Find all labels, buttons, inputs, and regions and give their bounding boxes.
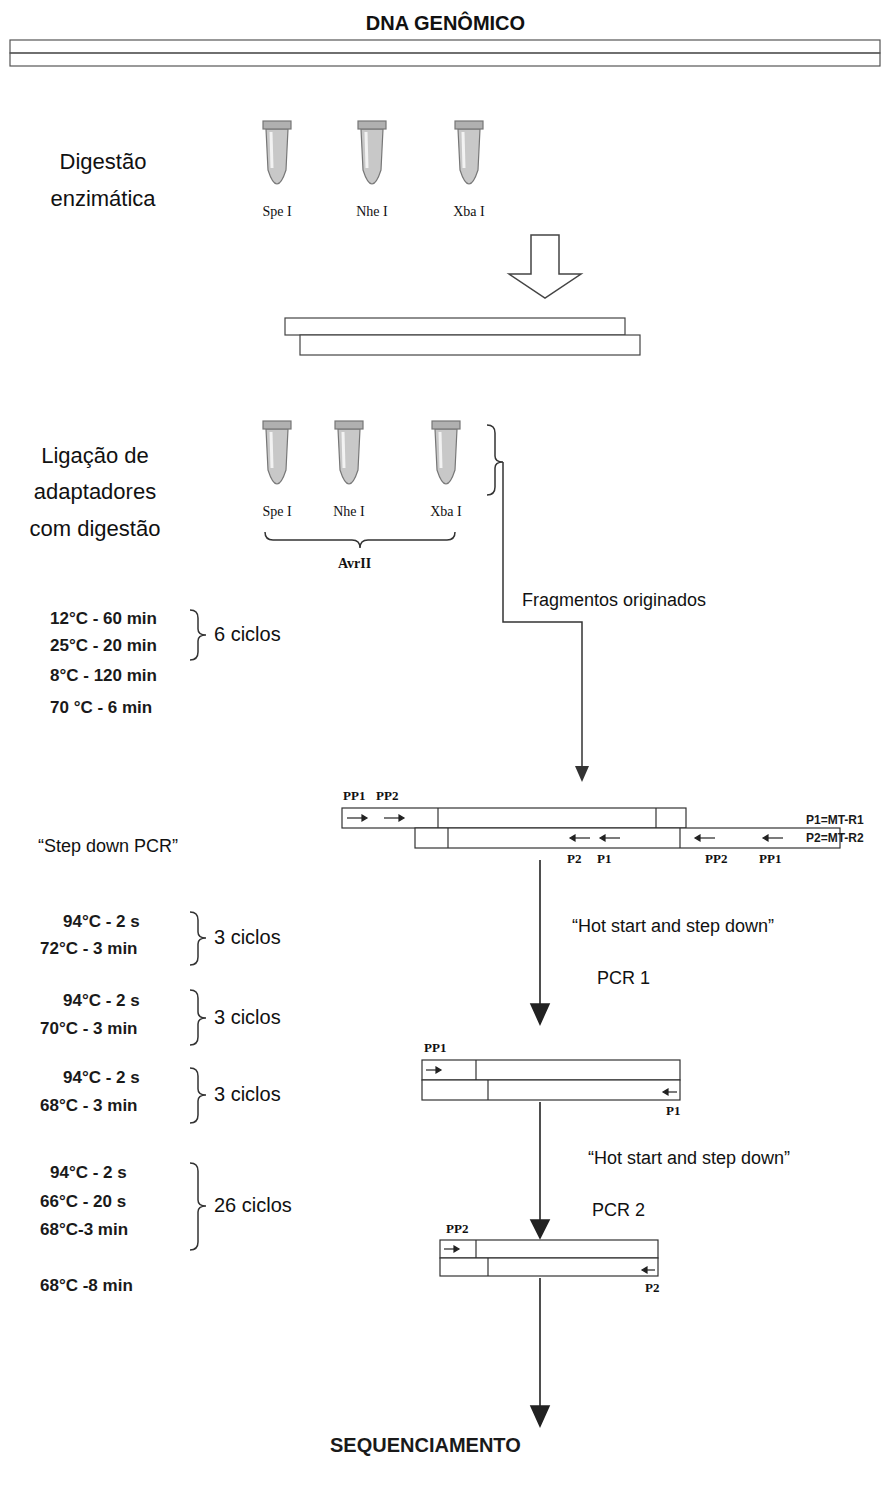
bracket	[487, 425, 503, 495]
tube-icon	[262, 120, 292, 196]
enzyme-name: Nhe I	[333, 504, 365, 520]
condition: 72°C - 3 min	[40, 939, 138, 959]
condition: 94°C - 2 s	[50, 1163, 127, 1183]
primer-name: P2	[567, 852, 581, 867]
enzyme-tube: Spe I	[262, 420, 292, 520]
route-line	[503, 462, 582, 768]
condition: 68°C-3 min	[40, 1220, 128, 1240]
enzyme-tube: Xba I	[430, 420, 462, 520]
fragment-strand	[285, 318, 625, 335]
condition: 68°C -8 min	[40, 1276, 133, 1296]
step-label: “Hot start and step down”	[588, 1148, 790, 1169]
enzyme-name: AvrII	[338, 556, 371, 572]
primer-name: P2	[645, 1281, 659, 1296]
step-label: “Step down PCR”	[38, 836, 178, 857]
bracket	[190, 912, 206, 965]
fragment-strand	[422, 1080, 680, 1100]
dna-strand	[10, 40, 880, 53]
enzyme-name: Spe I	[262, 504, 292, 520]
condition: 8°C - 120 min	[50, 666, 157, 686]
primer-key: P2=MT-R2	[806, 832, 864, 846]
condition: 94°C - 2 s	[63, 1068, 140, 1088]
bracket	[190, 1163, 206, 1250]
bracket	[190, 1068, 206, 1123]
cycle-count: 3 ciclos	[214, 926, 281, 949]
hollow-arrow	[509, 235, 581, 298]
condition: 12°C - 60 min	[50, 609, 157, 629]
tube-icon	[454, 120, 484, 196]
condition: 70°C - 3 min	[40, 1019, 138, 1039]
cycle-count: 26 ciclos	[214, 1194, 292, 1217]
primer-name: PP2	[446, 1222, 468, 1237]
diagram-title: DNA GENÔMICO	[0, 12, 891, 35]
cycle-count: 6 ciclos	[214, 623, 281, 646]
arrow-head	[575, 766, 589, 782]
enzyme-name: Xba I	[430, 504, 462, 520]
bracket	[190, 990, 206, 1045]
enzyme-name: Xba I	[453, 204, 485, 220]
fragment-strand	[422, 1060, 680, 1080]
primer-name: P1	[666, 1104, 680, 1119]
condition: 66°C - 20 s	[40, 1192, 126, 1212]
enzyme-name: Spe I	[262, 204, 292, 220]
step-label: PCR 2	[592, 1200, 645, 1221]
tube-icon	[262, 420, 292, 496]
fragment-strand	[440, 1258, 658, 1276]
condition: 70 °C - 6 min	[50, 698, 152, 718]
enzyme-tube: Nhe I	[356, 120, 388, 220]
condition: 94°C - 2 s	[63, 991, 140, 1011]
step-label: “Hot start and step down”	[572, 916, 774, 937]
dna-strand	[10, 53, 880, 66]
primer-name: PP1	[424, 1041, 446, 1056]
tube-icon	[431, 420, 461, 496]
condition: 94°C - 2 s	[63, 912, 140, 932]
condition: 68°C - 3 min	[40, 1096, 138, 1116]
final-step: SEQUENCIAMENTO	[330, 1434, 521, 1457]
enzyme-name: Nhe I	[356, 204, 388, 220]
step-label: Ligação de adaptadores com digestão	[20, 438, 170, 547]
tube-icon	[357, 120, 387, 196]
primer-name: PP2	[376, 789, 398, 804]
primer-name: P1	[597, 852, 611, 867]
condition: 25°C - 20 min	[50, 636, 157, 656]
fragment-strand	[415, 828, 840, 848]
bracket	[190, 610, 206, 660]
flow-label: Fragmentos originados	[522, 590, 706, 611]
enzyme-tube: Spe I	[262, 120, 292, 220]
enzyme-tube: Xba I	[453, 120, 485, 220]
primer-name: PP1	[343, 789, 365, 804]
fragment-strand	[440, 1240, 658, 1258]
fragment-strand	[300, 335, 640, 355]
primer-name: PP1	[759, 852, 781, 867]
bracket	[265, 532, 455, 548]
step-label: Digestão enzimática	[28, 143, 178, 218]
enzyme-tube: Nhe I	[333, 420, 365, 520]
cycle-count: 3 ciclos	[214, 1083, 281, 1106]
tube-icon	[334, 420, 364, 496]
primer-name: PP2	[705, 852, 727, 867]
primer-key: P1=MT-R1	[806, 814, 864, 828]
fragment-strand	[342, 808, 686, 828]
cycle-count: 3 ciclos	[214, 1006, 281, 1029]
step-label: PCR 1	[597, 968, 650, 989]
